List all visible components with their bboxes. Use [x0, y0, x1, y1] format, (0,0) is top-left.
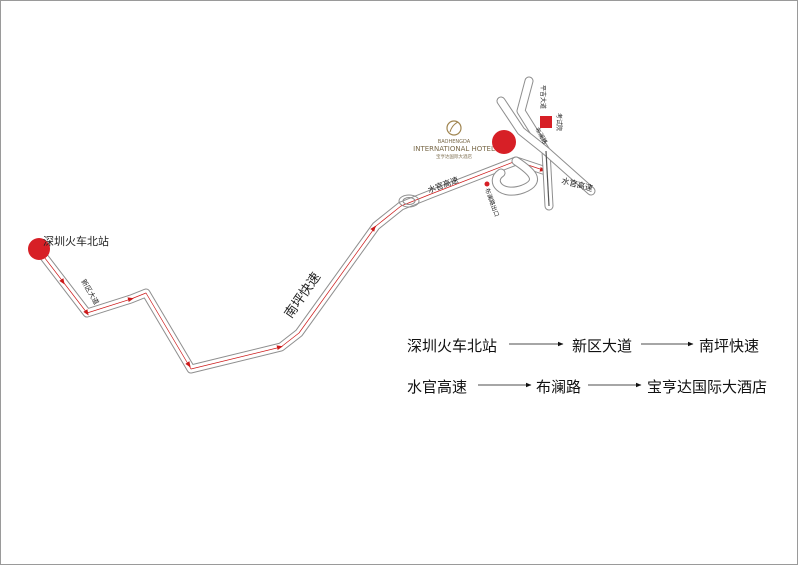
hotel-logo-line1: BAOHENGDA	[438, 139, 471, 145]
legend-row1-item1: 深圳火车北站	[407, 337, 498, 355]
hotel-area-roads	[496, 76, 596, 211]
exit-marker	[484, 181, 490, 187]
hotel-logo: BAOHENGDA INTERNATIONAL HOTEL 宝亨达国际大酒店	[413, 120, 495, 160]
legend-row1-item3: 南坪快速	[699, 337, 760, 355]
start-station-label: 深圳火车北站	[43, 234, 109, 248]
road-label-kaocai: 考试院	[555, 113, 563, 131]
exit-loop-ramp	[491, 156, 538, 196]
legend-arrows	[478, 341, 694, 388]
hotel-logo-line2: INTERNATIONAL HOTEL	[413, 145, 495, 153]
road-label-pingji: 平吉大道	[539, 85, 547, 109]
hotel-logo-line3: 宝亨达国际大酒店	[436, 153, 472, 160]
legend-row2-item3: 宝亨达国际大酒店	[647, 378, 768, 396]
exam-building-marker	[540, 116, 552, 128]
legend-row2-item2: 布澜路	[536, 378, 582, 396]
legend-row2-item1: 水官高速	[407, 378, 468, 396]
hotel-crest-icon	[446, 120, 462, 136]
hotel-marker[interactable]	[492, 130, 516, 154]
main-route-road	[36, 156, 551, 374]
legend-row1-item2: 新区大道	[572, 337, 633, 355]
start-station-marker[interactable]	[28, 238, 50, 260]
interchange-loops	[398, 194, 420, 208]
